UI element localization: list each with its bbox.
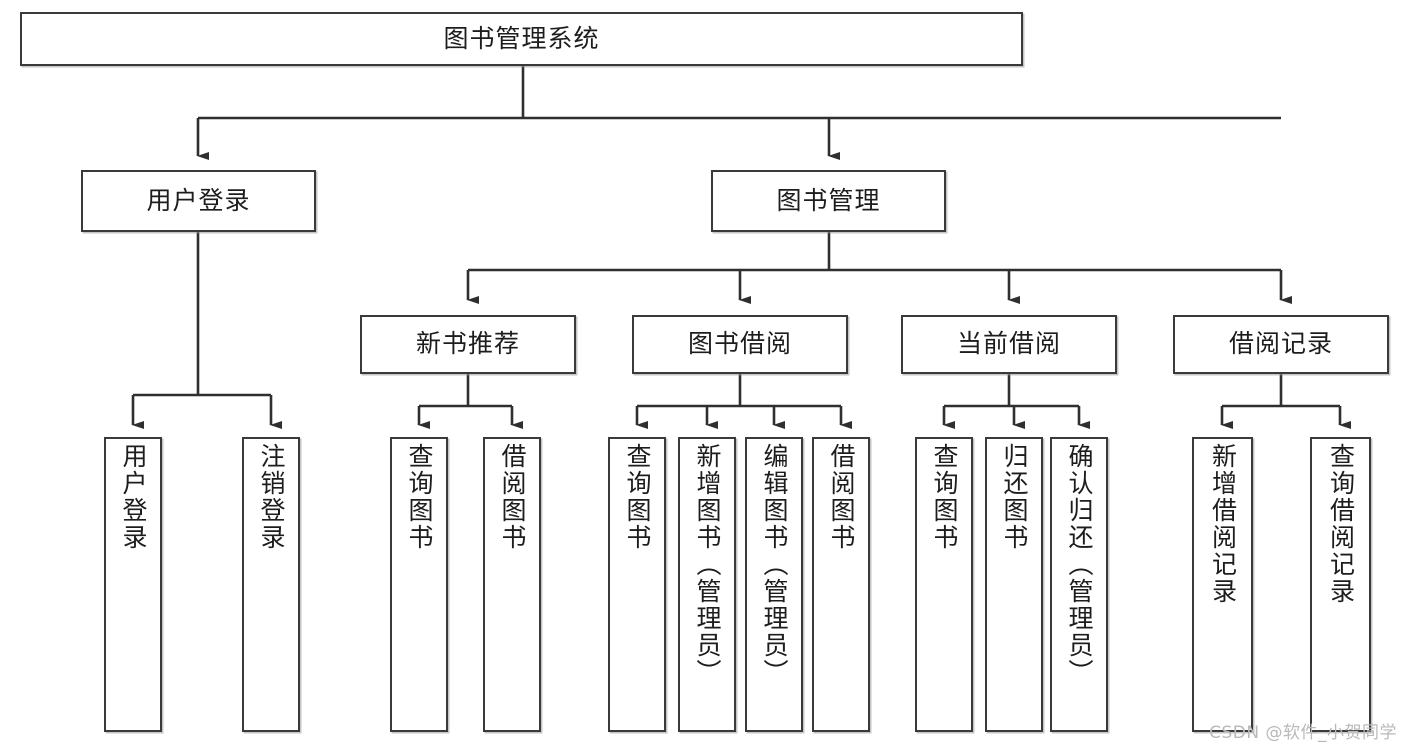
leaf-book-borrow-edit-book-admin[interactable]: 编辑图书（管理员） bbox=[745, 437, 803, 732]
leaf-current-borrow-return-book[interactable]: 归还图书 bbox=[985, 437, 1043, 732]
node-user-login[interactable]: 用户登录 bbox=[81, 170, 316, 232]
node-label: 图书借阅 bbox=[687, 329, 792, 359]
node-label: 查询图书 bbox=[623, 443, 652, 551]
node-label: 借阅图书 bbox=[498, 443, 527, 551]
node-label: 当前借阅 bbox=[956, 329, 1061, 359]
node-label: 归还图书 bbox=[1000, 443, 1029, 551]
leaf-book-borrow-borrow-book[interactable]: 借阅图书 bbox=[812, 437, 870, 732]
node-label: 新增图书（管理员） bbox=[693, 443, 722, 686]
node-root-system[interactable]: 图书管理系统 bbox=[20, 12, 1023, 66]
leaf-new-book-query-book[interactable]: 查询图书 bbox=[390, 437, 448, 732]
node-label: 图书管理系统 bbox=[443, 23, 600, 53]
node-book-borrow[interactable]: 图书借阅 bbox=[632, 315, 848, 374]
node-label: 借阅图书 bbox=[827, 443, 856, 551]
node-label: 用户登录 bbox=[146, 185, 251, 215]
node-book-management[interactable]: 图书管理 bbox=[711, 170, 946, 232]
leaf-new-book-borrow-book[interactable]: 借阅图书 bbox=[483, 437, 541, 732]
node-label: 确认归还（管理员） bbox=[1065, 443, 1094, 686]
leaf-borrow-record-add-record[interactable]: 新增借阅记录 bbox=[1192, 437, 1253, 732]
node-label: 编辑图书（管理员） bbox=[760, 443, 789, 686]
node-label: 查询图书 bbox=[930, 443, 959, 551]
node-label: 查询图书 bbox=[405, 443, 434, 551]
leaf-borrow-record-query-record[interactable]: 查询借阅记录 bbox=[1310, 437, 1371, 732]
node-label: 注销登录 bbox=[257, 443, 286, 551]
node-borrow-record[interactable]: 借阅记录 bbox=[1173, 315, 1389, 374]
csdn-watermark: CSDN @软件_小贺同学 bbox=[1209, 723, 1397, 743]
node-label: 借阅记录 bbox=[1228, 329, 1333, 359]
node-label: 新增借阅记录 bbox=[1208, 443, 1238, 605]
node-label: 查询借阅记录 bbox=[1326, 443, 1356, 605]
leaf-current-borrow-query-book[interactable]: 查询图书 bbox=[915, 437, 973, 732]
leaf-book-borrow-add-book-admin[interactable]: 新增图书（管理员） bbox=[678, 437, 736, 732]
leaf-user-login-login[interactable]: 用户登录 bbox=[104, 437, 162, 732]
leaf-current-borrow-confirm-return-admin[interactable]: 确认归还（管理员） bbox=[1050, 437, 1108, 732]
leaf-book-borrow-query-book[interactable]: 查询图书 bbox=[608, 437, 666, 732]
node-label: 用户登录 bbox=[119, 443, 148, 551]
node-current-borrow[interactable]: 当前借阅 bbox=[901, 315, 1117, 374]
node-label: 图书管理 bbox=[776, 185, 881, 215]
node-label: 新书推荐 bbox=[415, 329, 520, 359]
leaf-user-login-logout[interactable]: 注销登录 bbox=[242, 437, 300, 732]
node-new-book-recommend[interactable]: 新书推荐 bbox=[360, 315, 576, 374]
